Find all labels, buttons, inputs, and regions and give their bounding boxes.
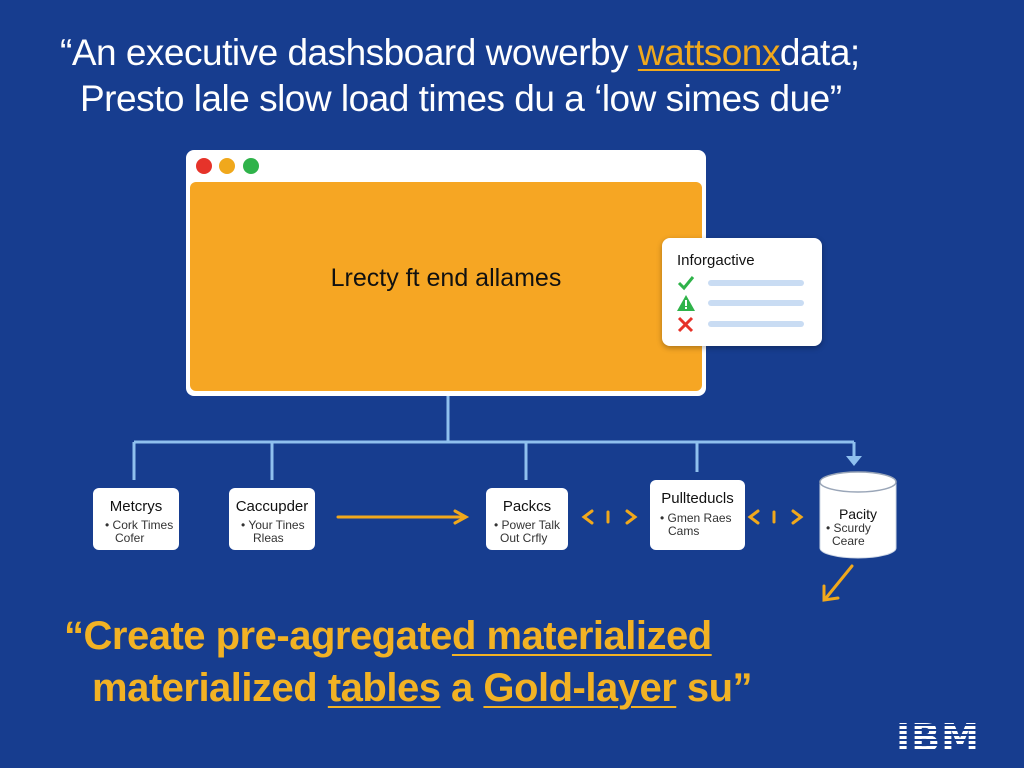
headline: “An executive dashsboard wowerby wattson… (60, 30, 1000, 122)
bidir-right-head-1 (625, 509, 638, 525)
bidir-left-head-1 (581, 509, 594, 525)
bidir-left-head-2 (747, 509, 760, 525)
down-arrowhead (846, 456, 862, 466)
bidir-right-head-2 (791, 509, 804, 525)
node-title: Caccupder (235, 498, 309, 515)
status-bar (708, 280, 804, 286)
node-title: Pulltеducls (661, 490, 734, 507)
maximize-dot-icon[interactable] (243, 158, 259, 174)
warning-icon (677, 295, 695, 311)
node-title: Pacity (838, 506, 878, 522)
status-card-title: Inforgactive (677, 252, 755, 269)
diagonal-arrow-head (822, 584, 840, 602)
bottom-quote: “Create pre-agregated materialized mater… (64, 610, 984, 714)
node-title: Metcrys (109, 498, 163, 515)
dashboard-body-text: Lrecty ft end allames (330, 264, 562, 292)
dashboard-body: Lrecty ft end allames (190, 182, 702, 391)
status-row-warning (676, 294, 816, 312)
flow-arrow-head (453, 509, 470, 525)
ibm-logo: IBM (896, 716, 980, 760)
status-card: Inforgactive (662, 238, 822, 346)
bottom-quote-line-2: materialized tables a Gold-layer su” (92, 666, 753, 710)
status-bar (708, 321, 804, 327)
diagonal-arrow-line (824, 564, 854, 600)
database-cylinder-icon (819, 471, 897, 559)
bottom-quote-line-1: “Create pre-agregated materialized (64, 614, 712, 658)
headline-line-1: “An executive dashsboard wowerby wattson… (60, 32, 860, 73)
check-icon (677, 276, 695, 291)
cross-icon (677, 316, 694, 333)
node-title: Packcs (502, 498, 552, 515)
status-bar (708, 300, 804, 306)
status-row-cross (676, 315, 816, 333)
status-row-check (676, 274, 816, 292)
minimize-dot-icon[interactable] (219, 158, 235, 174)
close-dot-icon[interactable] (196, 158, 212, 174)
headline-accent: wattsonx (637, 32, 781, 73)
dashboard-window: Lrecty ft end allames (186, 150, 706, 396)
headline-line-2: Presto lale slow load times du a ‘low si… (80, 78, 842, 119)
